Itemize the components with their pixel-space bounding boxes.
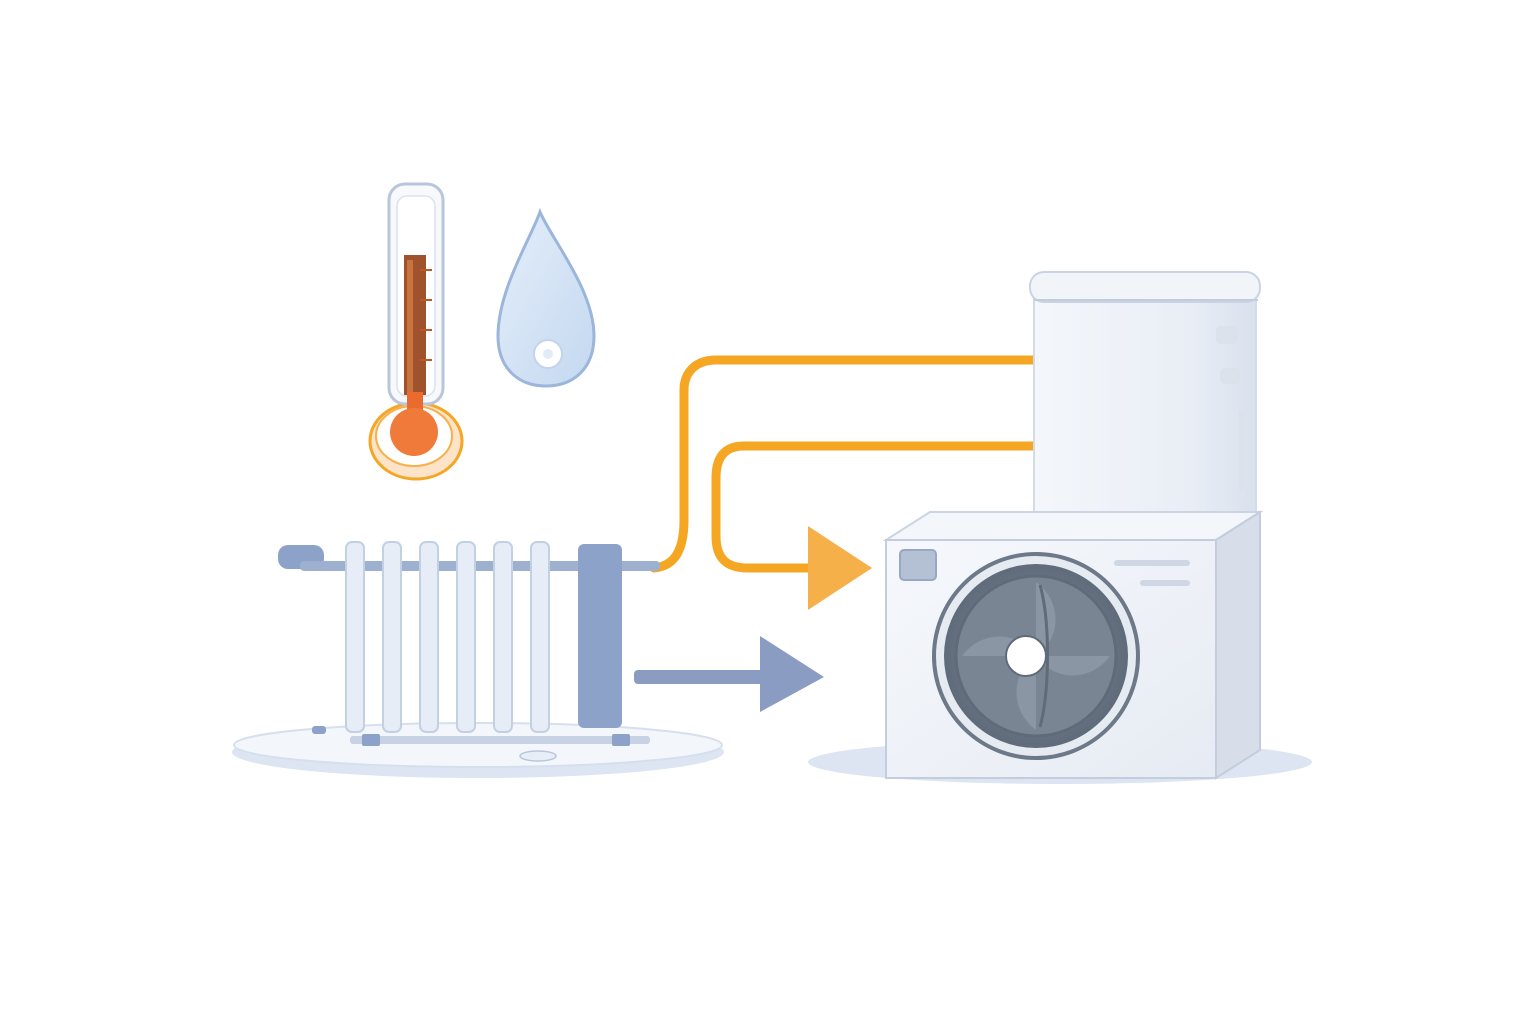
- cold-return-arrow: [634, 636, 824, 712]
- return-pipe: [711, 441, 1039, 573]
- radiator-icon: [278, 541, 660, 762]
- thermometer-icon: [368, 182, 464, 481]
- supply-pipe: [649, 355, 1039, 573]
- hot-flow-arrow: [808, 526, 872, 610]
- hot-water-tank-icon: [1029, 271, 1261, 515]
- control-panel-button: [899, 549, 937, 581]
- vent-slot: [1114, 560, 1190, 566]
- vent-slot: [1140, 580, 1190, 586]
- radiator-floor-plate: [233, 722, 723, 768]
- fan-icon: [932, 552, 1140, 760]
- heat-pump-outdoor-unit-icon: [882, 510, 1264, 780]
- water-droplet-icon: [496, 207, 596, 388]
